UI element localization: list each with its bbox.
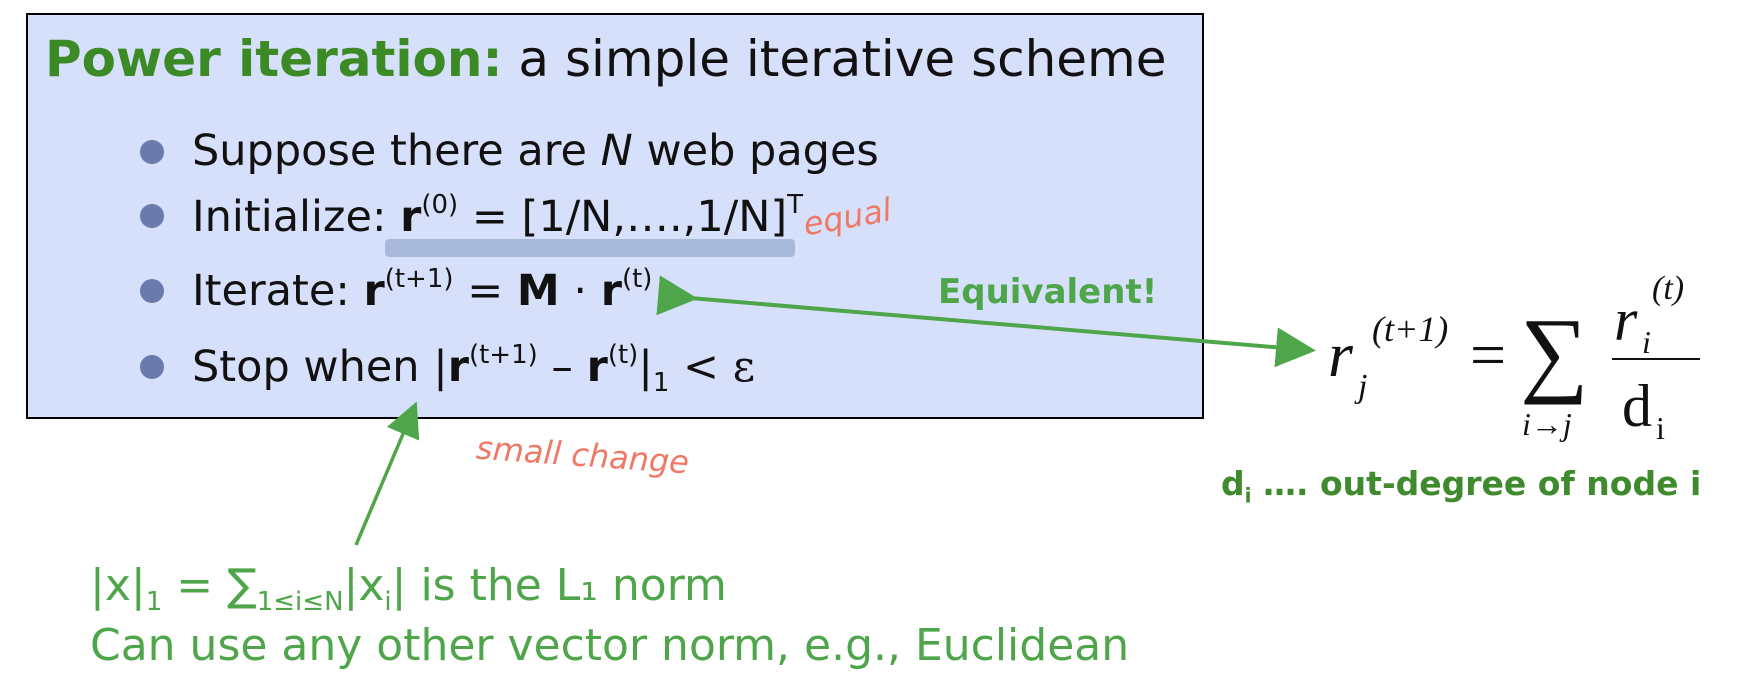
- bullet-line-3: Iterate: r(t+1) = M · r(t): [192, 264, 653, 316]
- formula-sum-sub: i→j: [1522, 406, 1572, 442]
- bullet-dot: [140, 279, 164, 303]
- formula-equals: =: [1470, 319, 1507, 390]
- norm-pointer-arrow: [354, 401, 420, 546]
- equivalence-arrow: [656, 275, 1316, 368]
- highlight-mark: [385, 239, 795, 257]
- title-rest: a simple iterative scheme: [518, 30, 1167, 88]
- bullet-line-1: Suppose there are N web pages: [192, 126, 879, 176]
- formula-lhs-sup: (t+1): [1372, 309, 1449, 349]
- formula-num-r: r: [1614, 287, 1638, 353]
- norm-definition: |x|1 = ∑1≤i≤N|xi| is the L₁ norm: [90, 560, 727, 617]
- slide-title: Power iteration: a simple iterative sche…: [45, 30, 1167, 88]
- formula-den: d: [1622, 373, 1652, 439]
- title-accent: Power iteration:: [45, 30, 503, 88]
- bullet-dot: [140, 204, 164, 228]
- formula-lhs-sub: j: [1358, 368, 1368, 405]
- formula-num-sub: i: [1642, 324, 1651, 360]
- formula-sum: ∑: [1520, 298, 1589, 405]
- bullet-dot: [140, 140, 164, 164]
- fraction-bar: [1612, 358, 1700, 360]
- out-degree-note: di …. out-degree of node i: [1221, 464, 1702, 508]
- bullet-dot: [140, 355, 164, 379]
- norm-other-note: Can use any other vector norm, e.g., Euc…: [90, 620, 1130, 671]
- formula-lhs-r: r: [1328, 319, 1353, 390]
- formula-den-sub: i: [1656, 410, 1665, 446]
- bullet-line-2: Initialize: r(0) = [1/N,….,1/N]T: [192, 190, 804, 242]
- formula-num-sup: (t): [1652, 270, 1685, 307]
